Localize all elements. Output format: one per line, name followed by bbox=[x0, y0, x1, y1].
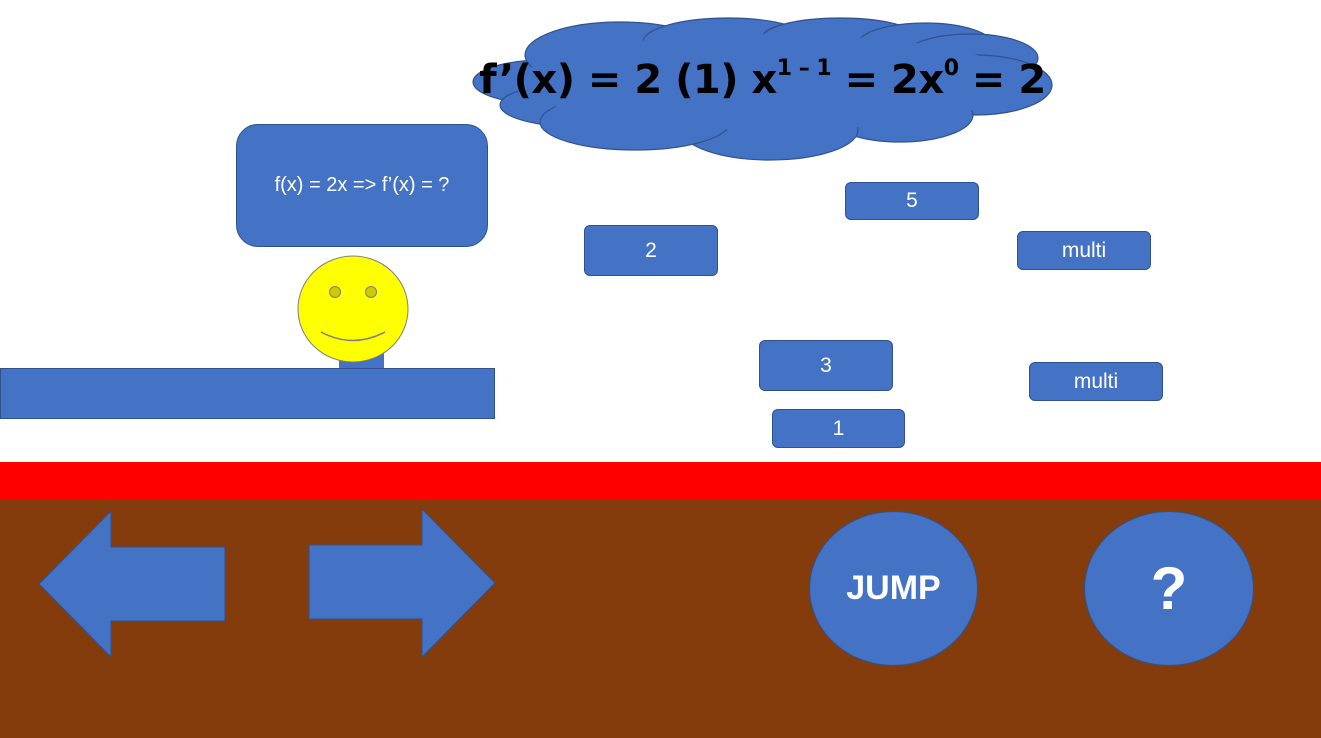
answer-tile[interactable]: multi bbox=[1017, 231, 1151, 270]
start-platform bbox=[0, 368, 495, 419]
player-smile bbox=[320, 331, 386, 342]
answer-label: multi bbox=[1061, 238, 1107, 262]
answer-tile[interactable]: 2 bbox=[584, 225, 718, 276]
move-right-button[interactable] bbox=[308, 508, 496, 658]
answer-label: 3 bbox=[820, 353, 832, 377]
answer-tile[interactable]: 3 bbox=[759, 340, 893, 391]
lava-strip bbox=[0, 462, 1321, 499]
hint-prefix: f’(x) = 2 (1) x bbox=[479, 57, 777, 103]
player-right-eye bbox=[365, 286, 377, 298]
jump-button[interactable]: JUMP bbox=[809, 511, 978, 666]
right-arrow-icon bbox=[308, 508, 496, 658]
hint-suffix: = 2 bbox=[958, 57, 1046, 103]
hint-text: f’(x) = 2 (1) x1 – 1 = 2x0 = 2 bbox=[470, 56, 1055, 103]
answer-tile[interactable]: 1 bbox=[772, 409, 905, 448]
answer-tile[interactable]: multi bbox=[1029, 362, 1163, 401]
hint-exponent-1: 1 – 1 bbox=[776, 56, 832, 81]
question-box: f(x) = 2x => f’(x) = ? bbox=[236, 124, 488, 247]
jump-label: JUMP bbox=[846, 569, 941, 607]
question-text: f(x) = 2x => f’(x) = ? bbox=[274, 174, 450, 196]
help-label: ? bbox=[1150, 555, 1188, 622]
answer-label: 1 bbox=[832, 416, 845, 440]
answer-label: 2 bbox=[645, 238, 657, 262]
left-arrow-icon bbox=[38, 510, 226, 658]
hint-mid: = 2x bbox=[831, 57, 945, 103]
player-left-eye bbox=[329, 286, 341, 298]
answer-tile[interactable]: 5 bbox=[845, 182, 979, 220]
help-button[interactable]: ? bbox=[1084, 511, 1254, 666]
answer-label: multi bbox=[1073, 369, 1119, 393]
move-left-button[interactable] bbox=[38, 510, 226, 658]
player-smiley bbox=[297, 255, 409, 363]
hint-cloud bbox=[472, 17, 1053, 161]
hint-exponent-2: 0 bbox=[943, 56, 959, 81]
answer-label: 5 bbox=[906, 189, 918, 212]
